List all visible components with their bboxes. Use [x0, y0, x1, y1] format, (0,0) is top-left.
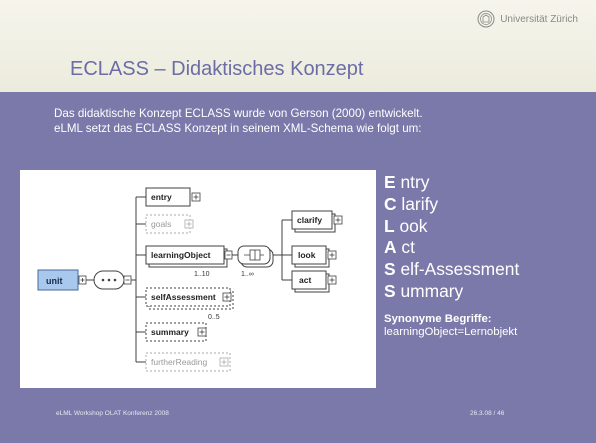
- acronym-row: S ummary: [384, 280, 464, 301]
- lo-multiplicity: 1..10: [194, 271, 210, 278]
- svg-text:furtherReading: furtherReading: [151, 357, 208, 367]
- svg-text:look: look: [298, 250, 316, 260]
- unit-label: unit: [46, 276, 63, 286]
- xml-schema-diagram: unit entry goals l: [20, 170, 376, 388]
- clarify-element: clarify: [291, 210, 343, 233]
- svg-text:learningObject: learningObject: [151, 250, 211, 260]
- act-element: act: [291, 270, 337, 293]
- entry-element: entry: [145, 187, 201, 207]
- svg-text:summary: summary: [151, 327, 189, 337]
- footer-page-number: 26.3.08 / 46: [470, 410, 505, 417]
- unit-element: [37, 269, 79, 291]
- footer-event: eLML Workshop OLAT Konferenz 2008: [56, 410, 169, 417]
- synonyms-note: Synonyme Begriffe: learningObject=Lernob…: [384, 313, 517, 339]
- svg-text:clarify: clarify: [297, 215, 322, 225]
- svg-text:selfAssessment: selfAssessment: [151, 292, 216, 302]
- svg-text:act: act: [299, 275, 311, 285]
- slide-title: ECLASS – Didaktisches Konzept: [70, 58, 364, 80]
- university-seal-icon: [477, 10, 495, 28]
- slide-header: Universität Zürich ECLASS – Didaktisches…: [0, 0, 596, 92]
- summary-element: summary: [145, 322, 207, 342]
- university-logo: Universität Zürich: [477, 10, 578, 28]
- acronym-row: C larify: [384, 193, 439, 214]
- learning-object-element: learningObject 1..10: [145, 245, 233, 278]
- intro-text: Das didaktische Konzept ECLASS wurde von…: [54, 106, 584, 136]
- acronym-row: S elf-Assessment: [384, 259, 520, 280]
- svg-text:entry: entry: [151, 192, 172, 202]
- intro-line-2: eLML setzt das ECLASS Konzept in seinem …: [54, 122, 422, 135]
- sa-multiplicity: 0..5: [208, 314, 220, 321]
- intro-line-1: Das didaktische Konzept ECLASS wurde von…: [54, 107, 423, 120]
- goals-element: goals: [145, 214, 194, 234]
- choice-compositor: 1..∞: [237, 245, 274, 278]
- synonyms-text: learningObject=Lernobjekt: [384, 326, 518, 338]
- acronym-row: A ct: [384, 237, 415, 258]
- choice-multiplicity: 1..∞: [241, 271, 254, 278]
- synonyms-heading: Synonyme Begriffe:: [384, 313, 492, 325]
- further-reading-element: furtherReading: [145, 352, 231, 372]
- svg-text:goals: goals: [151, 219, 171, 229]
- self-assessment-element: selfAssessment 0..5: [145, 287, 234, 321]
- university-name: Universität Zürich: [500, 13, 578, 25]
- eclass-acronym-list: E ntry C larify L ook A ct S elf-Assessm…: [384, 172, 519, 303]
- acronym-row: E ntry: [384, 172, 430, 192]
- acronym-row: L ook: [384, 215, 428, 236]
- look-element: look: [291, 245, 337, 268]
